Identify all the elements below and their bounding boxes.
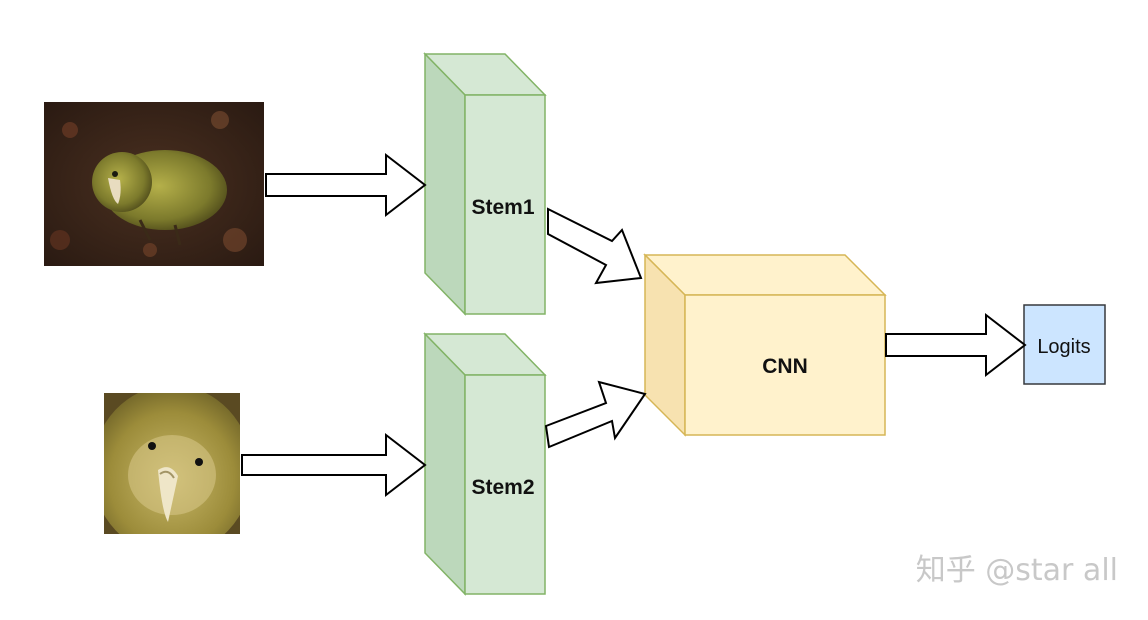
arrow-photo1-to-stem1 [265,152,427,218]
stem1-label: Stem1 [471,196,534,219]
logits-label: Logits [1037,336,1090,358]
arrow-cnn-to-logits [885,312,1027,378]
arrow-photo2-to-stem2 [241,432,427,498]
watermark: 知乎 @star all [916,553,1118,588]
arrow-stem2-to-cnn [544,380,647,449]
bird-photo-icon [44,102,264,266]
stem2-block: Stem2 [423,332,547,596]
cnn-label: CNN [762,355,808,378]
cnn-block: CNN [643,253,887,437]
arrow-stem1-to-cnn [547,207,643,285]
stem1-block: Stem1 [423,52,547,316]
bird-closeup-photo-icon [104,393,240,534]
stem2-label: Stem2 [471,476,534,499]
logits-box: Logits [1023,304,1106,385]
